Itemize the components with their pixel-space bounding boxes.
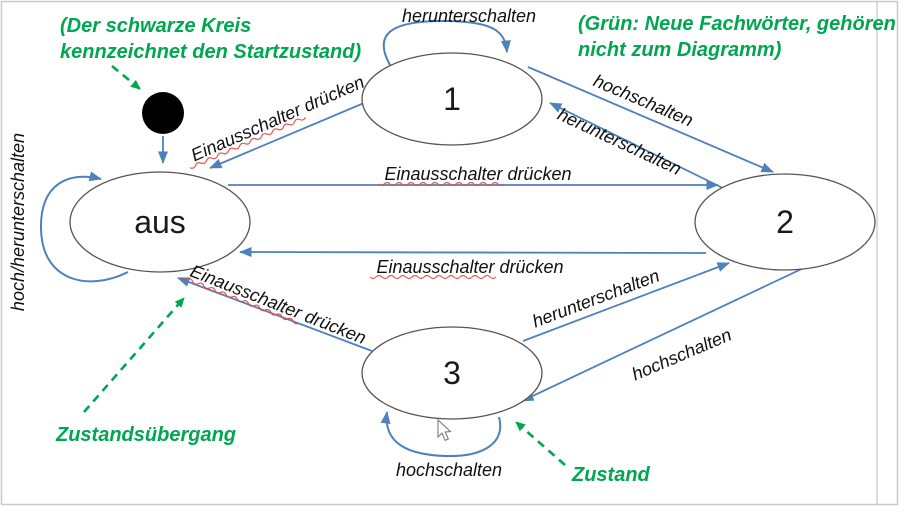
state-2-label: 2 — [776, 204, 794, 240]
self-loop-state-1 — [382, 19, 511, 71]
label-self-loop-3: hochschalten — [396, 460, 502, 480]
label-2-to-3: hochschalten — [629, 325, 734, 385]
state-1-label: 1 — [443, 81, 461, 117]
state-3-label: 3 — [443, 355, 461, 391]
label-1-to-aus: Einausschalter drücken — [188, 72, 367, 166]
mouse-cursor — [437, 418, 452, 442]
state-aus-label: aus — [134, 204, 186, 240]
state-2 — [694, 173, 876, 271]
green-annotations: (Der schwarze Kreis kennzeichnet den Sta… — [55, 13, 896, 486]
arrow-3-to-2 — [522, 262, 730, 342]
dashed-arrow-to-start-dot — [111, 64, 141, 91]
label-self-loop-aus: hoch/herunterschalten — [8, 133, 28, 311]
self-loop-state-aus — [39, 171, 129, 283]
start-note-line2: kennzeichnet den Startzustand) — [60, 41, 361, 63]
state-3 — [361, 326, 543, 420]
label-2-to-aus: Einausschalter drücken — [376, 257, 563, 277]
states: aus 1 2 3 — [69, 52, 876, 420]
transition-term-label: Zustandsübergang — [55, 424, 236, 446]
arrow-2-to-aus — [239, 247, 707, 258]
dashed-arrow-to-state — [515, 421, 566, 466]
label-aus-to-2: Einausschalter drücken — [384, 164, 571, 184]
self-loop-state-3 — [380, 411, 502, 458]
legend-line1: (Grün: Neue Fachwörter, gehören — [578, 13, 896, 35]
arrow-1-to-aus — [209, 102, 365, 169]
label-3-to-aus: Einausschalter drücken — [187, 261, 368, 348]
state-aus — [69, 171, 251, 273]
dashed-arrow-to-transition — [83, 297, 185, 413]
mouse-cursor-arrow — [437, 418, 452, 442]
label-self-loop-1: herunterschalten — [402, 6, 536, 26]
transition-arrows — [39, 19, 864, 458]
state-1 — [361, 52, 543, 146]
start-state-dot — [142, 92, 184, 134]
legend-line2: nicht zum Diagramm) — [578, 39, 782, 61]
arrow-2-to-1 — [549, 102, 738, 196]
start-note-line1: (Der schwarze Kreis — [60, 15, 251, 37]
state-term-label: Zustand — [571, 464, 651, 486]
arrow-1-to-2 — [527, 66, 774, 173]
